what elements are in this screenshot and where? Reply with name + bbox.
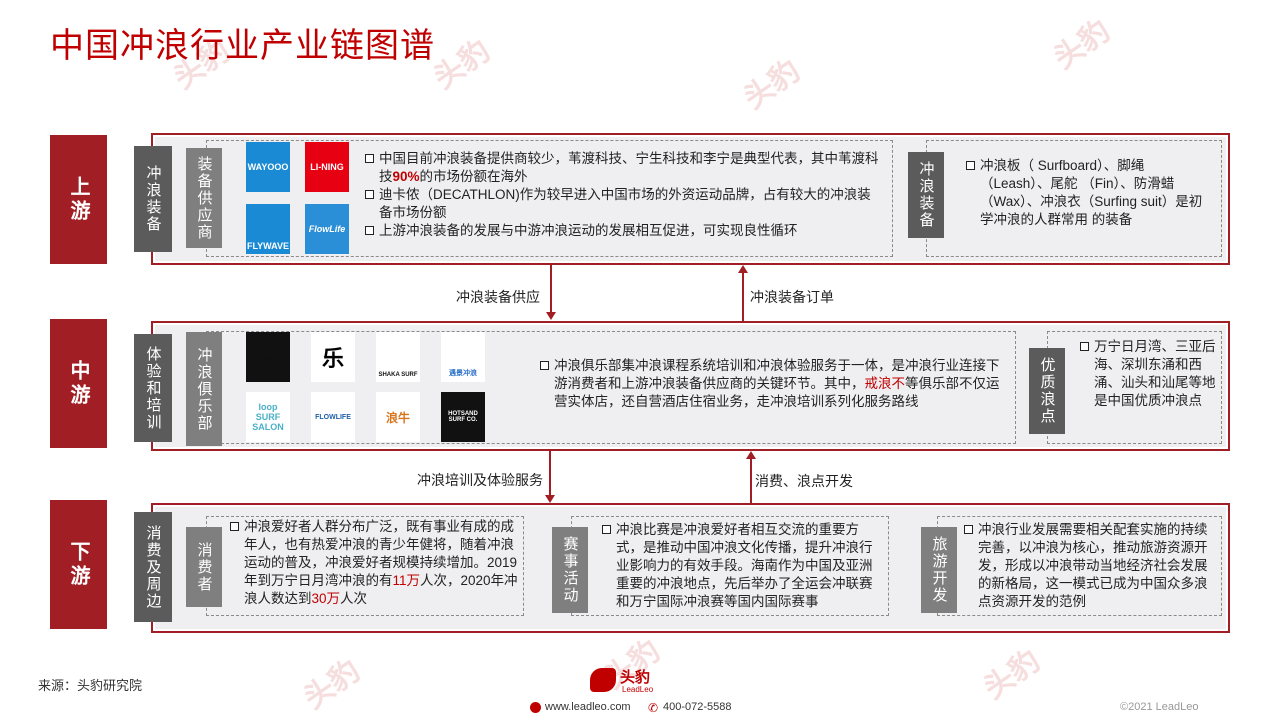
category-label-downstream: 消费及周边 [134,512,172,622]
side-label-midstream: 优质浪点 [1029,348,1065,434]
flywave-logo: FLYWAVE [246,204,290,254]
club-logo-shaka: SHAKA SURF [376,332,420,382]
page-title: 中国冲浪行业产业链图谱 [50,27,435,65]
sub-label-upstream: 装备供应商 [186,148,222,248]
category-label-midstream: 体验和培训 [134,334,172,442]
travel-label: 旅游开发 [921,527,957,613]
equipment-text: 冲浪板（ Surfboard）、脚绳 （Leash）、尾舵 （Fin）、防滑蜡 … [964,157,1214,229]
stage-tab-midstream: 中游 [50,319,107,448]
event-label: 赛事活动 [552,527,588,613]
category-label-upstream: 冲浪装备 [134,146,172,252]
arrow-training-line [549,451,551,495]
flow-supply-label: 冲浪装备供应 [456,289,540,305]
brand-name: 头豹 [620,669,651,686]
spot-text: 万宁日月湾、三亚后海、深圳东涌和西涌、汕头和汕尾等地是中国优质冲浪点 [1078,338,1218,410]
club-logo-langniu: 浪牛 [376,392,420,442]
arrow-consume-line [750,459,752,503]
arrow-consume-head [746,451,756,459]
arrow-training-head [545,495,555,503]
watermark: 头豹 [1047,14,1117,76]
globe-icon [530,702,541,713]
upstream-bullets: 中国目前冲浪装备提供商较少，苇渡科技、宁生科技和李宁是典型代表，其中苇渡科技90… [363,150,883,240]
club-text: 冲浪俱乐部集冲浪课程系统培训和冲浪体验服务于一体，是冲浪行业连接下游消费者和上游… [538,357,1003,411]
source-note: 来源：头豹研究院 [38,678,143,693]
arrow-order-line [742,273,744,322]
leadleo-logo-icon [590,668,616,692]
club-logo-le: 乐 [311,332,355,382]
side-label-upstream: 冲浪装备 [908,152,944,238]
travel-text: 冲浪行业发展需要相关配套实施的持续完善，以冲浪为核心，推动旅游资源开发，形成以冲… [962,521,1217,611]
club-logo-loop: loop SURF SALON [246,392,290,442]
upstream-bullet-1: 中国目前冲浪装备提供商较少，苇渡科技、宁生科技和李宁是典型代表，其中苇渡科技90… [363,150,883,186]
website-link[interactable]: www.leadleo.com [545,701,631,713]
flow-order-label: 冲浪装备订单 [750,289,834,305]
upstream-bullet-3: 上游冲浪装备的发展与中游冲浪运动的发展相互促进，可实现良性循环 [363,222,883,240]
upstream-bullet-2: 迪卡侬（DECATHLON)作为较早进入中国市场的外资运动品牌，占有较大的冲浪装… [363,186,883,222]
flow-consume-label: 消费、浪点开发 [755,473,853,489]
phone-icon: ✆ [648,701,659,715]
brand-en: LeadLeo [622,685,654,694]
club-logo-yujing: 遇景冲浪 [441,332,485,382]
sub-label-midstream: 冲浪俱乐部 [186,332,222,446]
lining-logo: LI-NING [305,142,349,192]
club-logo-dark: dark [246,332,290,382]
copyright: ©2021 LeadLeo [1120,701,1199,713]
flow-training-label: 冲浪培训及体验服务 [417,472,543,488]
wayooo-logo: WAYOOO [246,142,290,192]
arrow-order-head [738,265,748,273]
arrow-supply-head [546,312,556,320]
flowlife-logo: FlowLife [305,204,349,254]
watermark: 头豹 [977,644,1047,706]
consumer-label: 消费者 [186,527,222,607]
club-logo-flowlife: FLOWLIFE [311,392,355,442]
watermark: 头豹 [297,654,367,716]
stage-tab-upstream: 上游 [50,135,107,264]
consumer-text: 冲浪爱好者人群分布广泛，既有事业有成的成年人，也有热爱冲浪的青少年健将，随着冲浪… [228,518,518,608]
watermark: 头豹 [737,54,807,116]
phone-number: 400-072-5588 [663,701,732,713]
downstream-bg [155,507,1226,629]
arrow-supply-line [550,265,552,312]
club-logo-hotsand: HOTSAND SURF CO. [441,392,485,442]
stage-tab-downstream: 下游 [50,500,107,629]
event-text: 冲浪比赛是冲浪爱好者相互交流的重要方式，是推动中国冲浪文化传播，提升冲浪行业影响… [600,521,880,611]
